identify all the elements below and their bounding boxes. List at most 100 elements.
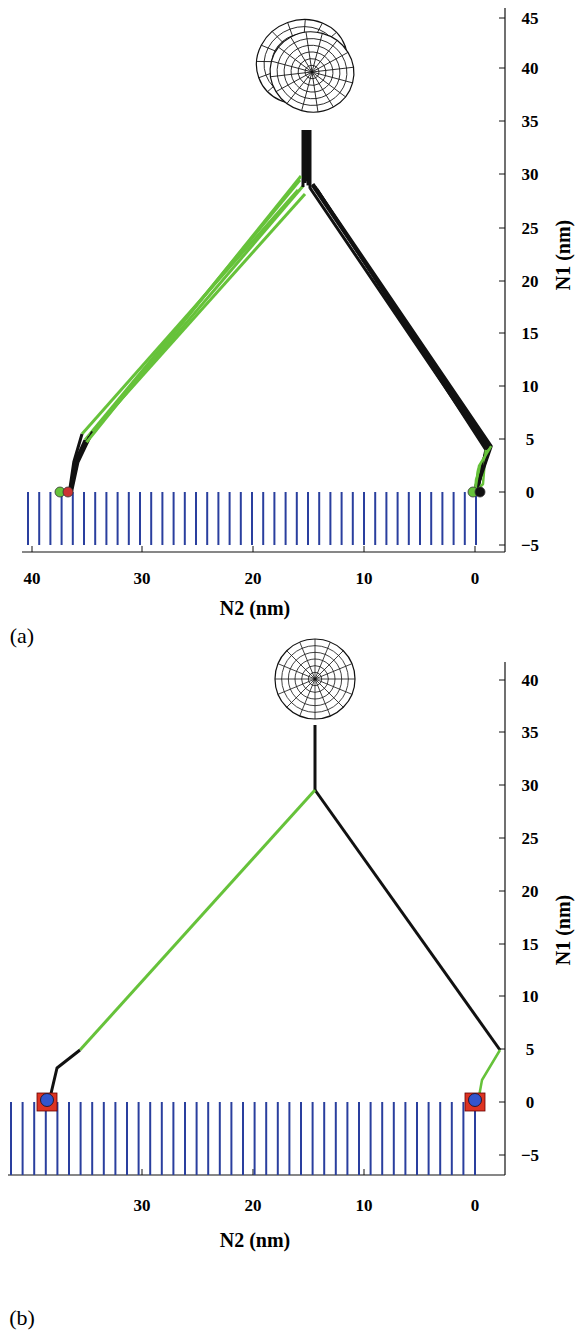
tick-mark — [499, 891, 505, 892]
mesh-line — [315, 639, 316, 679]
membrane-comb — [439, 1102, 441, 1175]
anchor-dot — [63, 487, 73, 497]
anchor-dot — [469, 1094, 482, 1107]
membrane-comb — [329, 492, 331, 545]
membrane-comb — [262, 492, 264, 545]
membrane-comb — [219, 1102, 221, 1175]
tick-mark — [364, 546, 365, 552]
axis-title: N2 (nm) — [220, 1230, 291, 1250]
tick-label: −5 — [521, 537, 539, 554]
membrane-comb — [61, 492, 63, 545]
membrane-comb — [288, 1102, 290, 1175]
mesh-line — [283, 37, 319, 72]
membrane-comb — [173, 492, 175, 545]
membrane-comb — [10, 1102, 12, 1175]
mesh-line — [312, 33, 322, 72]
membrane-comb — [207, 1102, 209, 1175]
membrane-comb — [38, 492, 40, 545]
membrane-comb — [374, 492, 376, 545]
x-axis — [8, 1174, 505, 1175]
tick-label: 40 — [522, 60, 539, 77]
tick-mark — [499, 996, 505, 997]
tick-label: 35 — [522, 113, 539, 130]
tick-label: 5 — [526, 431, 535, 448]
membrane-comb — [393, 1102, 395, 1175]
x-axis — [22, 551, 505, 552]
membrane-comb — [72, 492, 74, 545]
membrane-comb — [430, 492, 432, 545]
tick-mark — [142, 546, 143, 552]
tick-label: 5 — [526, 1041, 535, 1058]
membrane-comb — [114, 1102, 116, 1175]
tick-label: 40 — [24, 570, 41, 587]
tick-mark — [32, 546, 33, 552]
tick-mark — [364, 1169, 365, 1175]
mesh-line — [261, 22, 363, 121]
tick-label: 0 — [471, 1197, 480, 1214]
membrane-comb — [370, 1102, 372, 1175]
tick-mark — [499, 18, 505, 19]
membrane-comb — [150, 492, 152, 545]
mesh-line — [278, 679, 315, 694]
tick-label: 10 — [522, 378, 539, 395]
leg-right-end — [475, 446, 491, 492]
membrane-comb — [172, 1102, 174, 1175]
stalk — [309, 130, 312, 189]
anchor-dot — [475, 487, 485, 497]
anchor-square — [37, 1093, 57, 1111]
tick-label: 30 — [522, 166, 539, 183]
tick-label: 35 — [522, 724, 539, 741]
membrane-comb — [428, 1102, 430, 1175]
mesh-line — [315, 651, 343, 679]
tick-mark — [499, 545, 505, 546]
membrane-comb — [296, 492, 298, 545]
tick-mark — [253, 546, 254, 552]
y-axis — [504, 8, 505, 552]
leg-left-end — [70, 442, 86, 492]
leg-right — [313, 184, 491, 492]
membrane-comb — [126, 1102, 128, 1175]
membrane-comb — [184, 492, 186, 545]
tick-mark — [499, 785, 505, 786]
tick-mark — [499, 333, 505, 334]
tick-label: 20 — [245, 1197, 262, 1214]
membrane-comb — [441, 492, 443, 545]
membrane-comb — [251, 492, 253, 545]
tick-label: 20 — [245, 570, 262, 587]
tick-label: 15 — [522, 936, 539, 953]
mesh-line — [305, 72, 341, 107]
tick-mark — [499, 944, 505, 945]
membrane-comb — [358, 1102, 360, 1175]
membrane-comb — [206, 492, 208, 545]
membrane-comb — [277, 1102, 279, 1175]
mesh-line — [315, 679, 316, 719]
membrane-comb — [453, 492, 455, 545]
membrane-comb — [128, 492, 130, 545]
axis-title: N1 (nm) — [553, 895, 573, 966]
tick-mark — [499, 121, 505, 122]
tick-label: 25 — [522, 830, 539, 847]
tick-label: 30 — [522, 777, 539, 794]
mesh-line — [302, 72, 327, 112]
membrane-comb — [184, 1102, 186, 1175]
membrane-comb — [49, 492, 51, 545]
mesh-line — [315, 664, 352, 679]
mesh-line — [296, 32, 321, 72]
mesh-line — [271, 62, 312, 87]
tick-label: 45 — [522, 10, 539, 27]
membrane-comb — [217, 492, 219, 545]
membrane-comb — [408, 492, 410, 545]
leg-right — [310, 188, 487, 492]
membrane-comb — [196, 1102, 198, 1175]
axis-title: N2 (nm) — [220, 598, 291, 618]
mesh-line — [312, 45, 348, 80]
membrane-comb — [300, 1102, 302, 1175]
stalk — [305, 130, 308, 181]
membrane-comb — [312, 1102, 314, 1175]
membrane-comb — [475, 492, 477, 545]
tick-mark — [499, 281, 505, 282]
stalk — [302, 130, 305, 187]
membrane-comb — [56, 1102, 58, 1175]
panel-label: (b) — [9, 1307, 35, 1329]
membrane-comb — [242, 1102, 244, 1175]
